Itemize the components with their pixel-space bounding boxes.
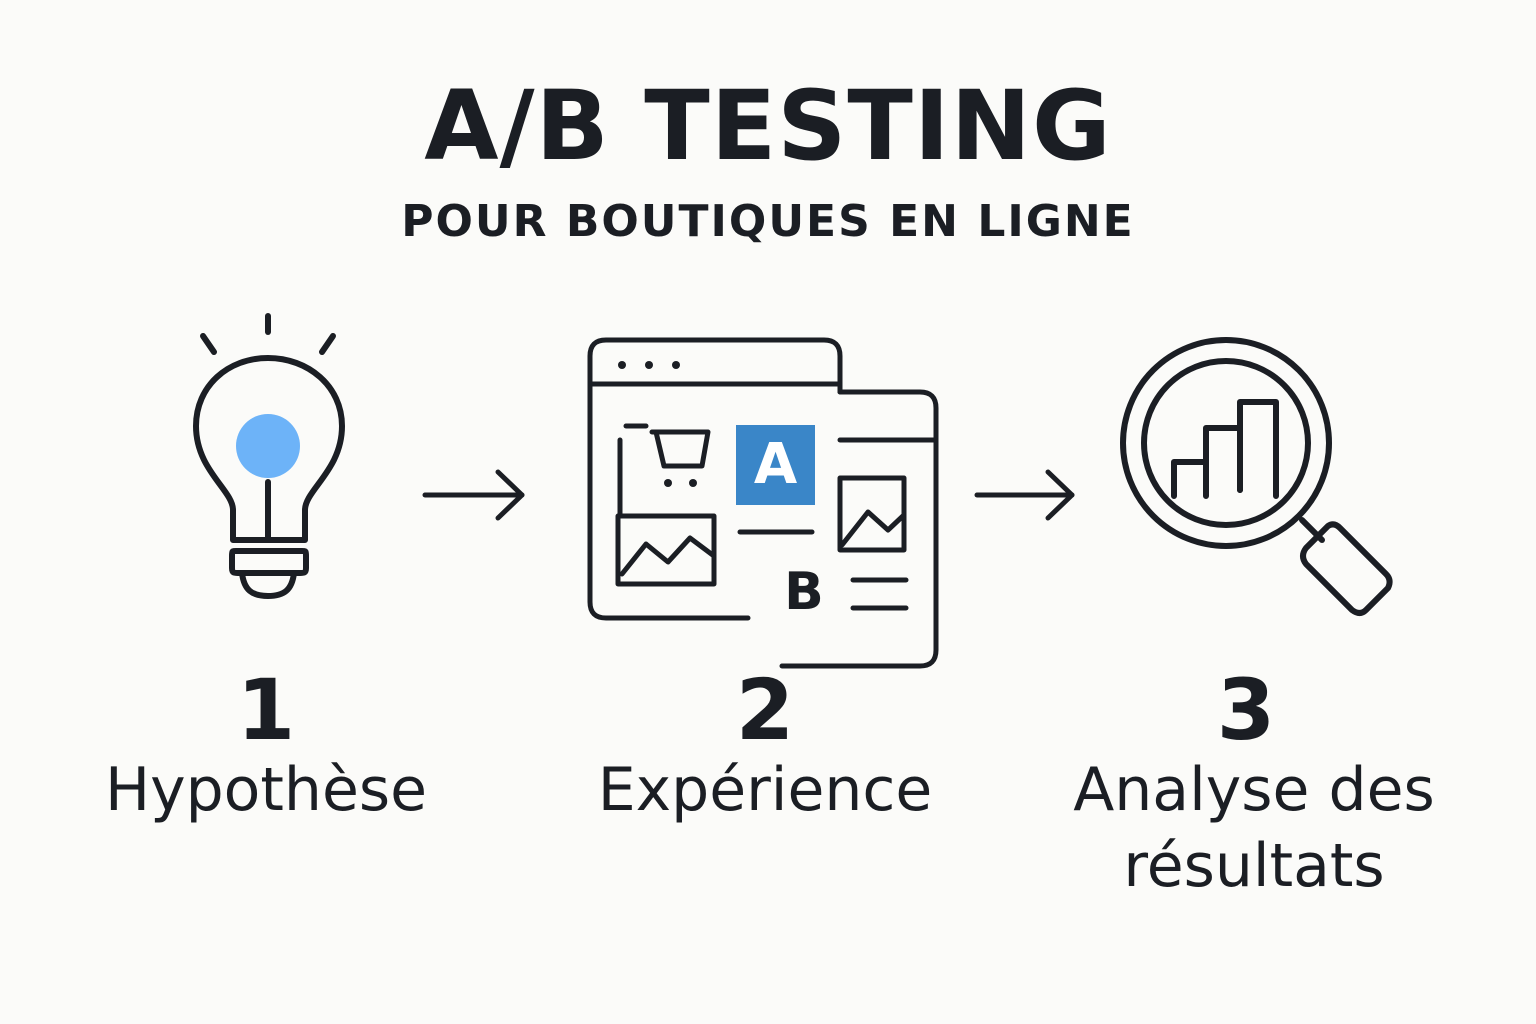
arrow-right-icon — [422, 469, 525, 521]
step-1-label: Hypothèse — [104, 755, 428, 825]
browser-ab-test-icon — [587, 337, 939, 669]
step-3-number: 3 — [1216, 661, 1276, 759]
shopping-cart-icon — [649, 429, 711, 487]
bulb-glow — [236, 414, 300, 478]
lightbulb-icon — [193, 313, 345, 599]
product-image-icon — [615, 513, 717, 587]
page-subtitle: POUR BOUTIQUES EN LIGNE — [401, 196, 1135, 247]
magnifier-chart-icon — [1120, 337, 1393, 616]
step-2-number: 2 — [735, 661, 795, 759]
arrow-right-icon — [974, 469, 1075, 521]
step-2-label: Expérience — [597, 755, 933, 825]
step-1-number: 1 — [236, 661, 296, 759]
step-3-label: Analyse des résultats — [1073, 755, 1435, 901]
variant-a-label: A — [753, 432, 798, 497]
page-title: A/B TESTING — [424, 70, 1112, 182]
variant-b-label: B — [784, 562, 824, 622]
variant-a-badge — [736, 425, 815, 505]
bar-chart-icon — [1171, 399, 1279, 499]
